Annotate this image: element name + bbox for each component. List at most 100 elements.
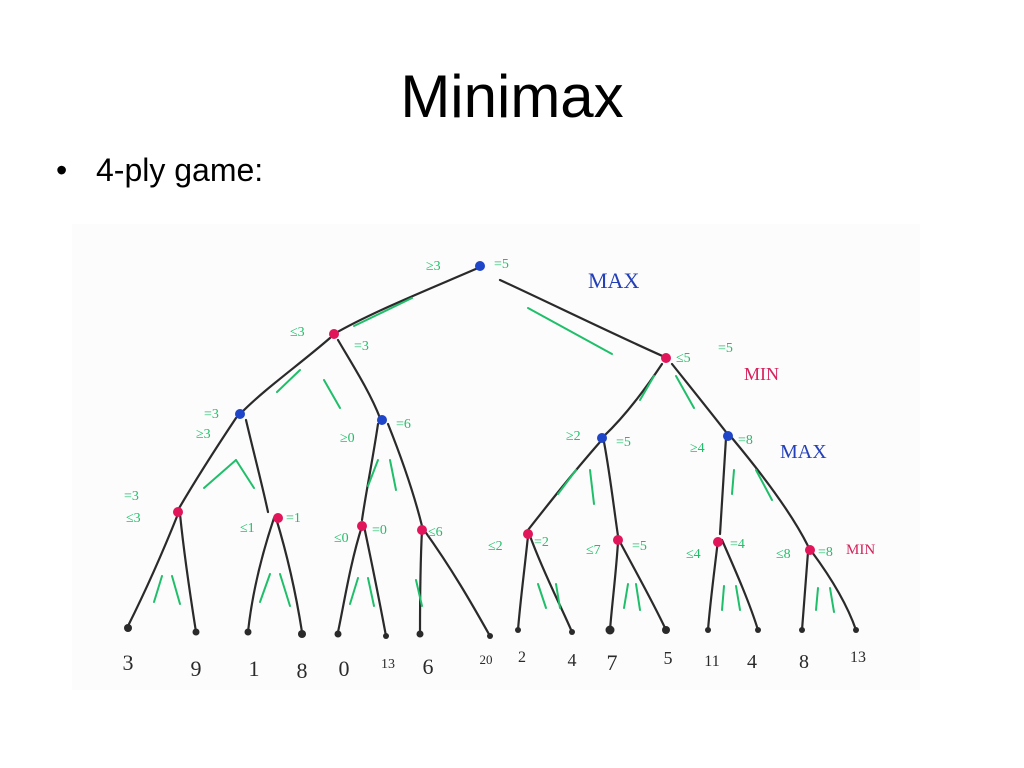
min-node (329, 329, 339, 339)
min-node (613, 535, 623, 545)
minimax-tree-photo: MAX MIN MAX MIN ≥3 =5 ≤3 =3 ≤5 =5 =3 ≥3 … (72, 224, 920, 690)
annotation-stroke (259, 573, 271, 603)
edge (176, 416, 238, 512)
annotation-stroke (367, 577, 375, 607)
level-labels: MAX MIN MAX MIN (588, 268, 875, 558)
node-value: =5 (616, 435, 631, 450)
annotation-strokes (153, 297, 835, 613)
tree-edges (126, 266, 858, 638)
node-value: =2 (534, 535, 549, 550)
leaf-value: 11 (704, 653, 719, 670)
annotation-stroke (815, 587, 819, 611)
edge (386, 422, 424, 528)
annotation-stroke (235, 459, 255, 489)
leaf-node (192, 628, 200, 636)
node-bound: ≥0 (340, 431, 355, 446)
node-value: =3 (354, 339, 369, 354)
min-node (173, 507, 183, 517)
edge (720, 538, 760, 632)
node-bound: ≤0 (334, 531, 349, 546)
node-bound: ≤3 (126, 511, 141, 526)
edge (810, 550, 858, 632)
edge (274, 516, 304, 634)
bullet-marker: • (56, 152, 68, 188)
annotation-stroke (721, 585, 725, 611)
annotation-stroke (349, 577, 359, 605)
node-value: =3 (124, 489, 139, 504)
min-node (523, 529, 533, 539)
edge (730, 436, 810, 548)
leaf-value: 3 (123, 650, 134, 675)
leaf-value: 9 (191, 656, 202, 681)
node-bound: ≤2 (488, 539, 503, 554)
node-value: =1 (286, 511, 301, 526)
level-label-min: MIN (744, 364, 779, 384)
leaf-value: 13 (381, 657, 395, 672)
node-value: =4 (730, 537, 745, 552)
level-label-max: MAX (780, 441, 827, 463)
annotation-stroke (527, 307, 613, 355)
leaf-value: 8 (297, 658, 308, 683)
edge (516, 534, 530, 632)
leaf-node (244, 628, 252, 636)
leaf-value: 6 (423, 654, 434, 679)
leaf-dots (124, 624, 859, 639)
tree-nodes (173, 261, 815, 555)
leaf-node (799, 627, 805, 633)
node-bound: ≤5 (676, 351, 691, 366)
leaf-value: 2 (518, 649, 526, 666)
leaf-value: 7 (607, 650, 618, 675)
leaf-node (298, 630, 306, 638)
edge (718, 436, 728, 536)
node-value: =0 (372, 523, 387, 538)
leaf-node (334, 630, 342, 638)
min-node (273, 513, 283, 523)
edge (706, 538, 720, 632)
annotation-stroke (279, 573, 291, 607)
level-label-max: MAX (588, 268, 639, 293)
bullet-text: 4-ply game: (96, 152, 264, 188)
leaf-value: 5 (664, 648, 673, 668)
leaf-node (705, 627, 711, 633)
min-node (357, 521, 367, 531)
node-bound: ≤6 (428, 525, 443, 540)
node-value: =5 (632, 539, 647, 554)
leaf-node (605, 625, 615, 635)
node-annotations: ≥3 =5 ≤3 =3 ≤5 =5 =3 ≥3 ≥0 =6 ≥2 =5 ≥4 =… (124, 257, 833, 562)
node-bound: ≥2 (566, 429, 581, 444)
annotation-stroke (623, 583, 629, 609)
node-value: =8 (818, 545, 833, 560)
max-node (235, 409, 245, 419)
annotation-stroke (153, 575, 163, 603)
node-bound: ≤4 (686, 547, 701, 562)
max-node-root (475, 261, 485, 271)
edge (800, 550, 810, 632)
annotation-stroke (389, 459, 397, 491)
edge (602, 362, 664, 438)
leaf-value: 1 (249, 656, 260, 681)
annotation-stroke (639, 375, 655, 401)
edge (618, 540, 668, 632)
annotation-stroke (675, 375, 695, 409)
leaf-node (515, 627, 521, 633)
edge (422, 528, 492, 638)
node-value: =8 (738, 433, 753, 448)
level-label-min: MIN (846, 542, 875, 558)
leaf-values: 3 9 1 8 0 13 6 20 2 4 7 5 11 4 8 13 (123, 648, 867, 683)
annotation-stroke (755, 469, 773, 501)
min-node (417, 525, 427, 535)
edge (336, 338, 382, 420)
annotation-stroke (415, 579, 423, 607)
edge (246, 516, 276, 634)
node-bound: ≤7 (586, 543, 601, 558)
edge (240, 336, 332, 414)
leaf-node (853, 627, 859, 633)
leaf-node (124, 624, 132, 632)
annotation-stroke (557, 469, 577, 495)
edge (670, 362, 728, 434)
annotation-stroke (323, 379, 341, 409)
leaf-value: 0 (339, 656, 350, 681)
leaf-node (662, 626, 670, 634)
node-bound: ≥4 (690, 441, 705, 456)
annotation-stroke (171, 575, 181, 605)
